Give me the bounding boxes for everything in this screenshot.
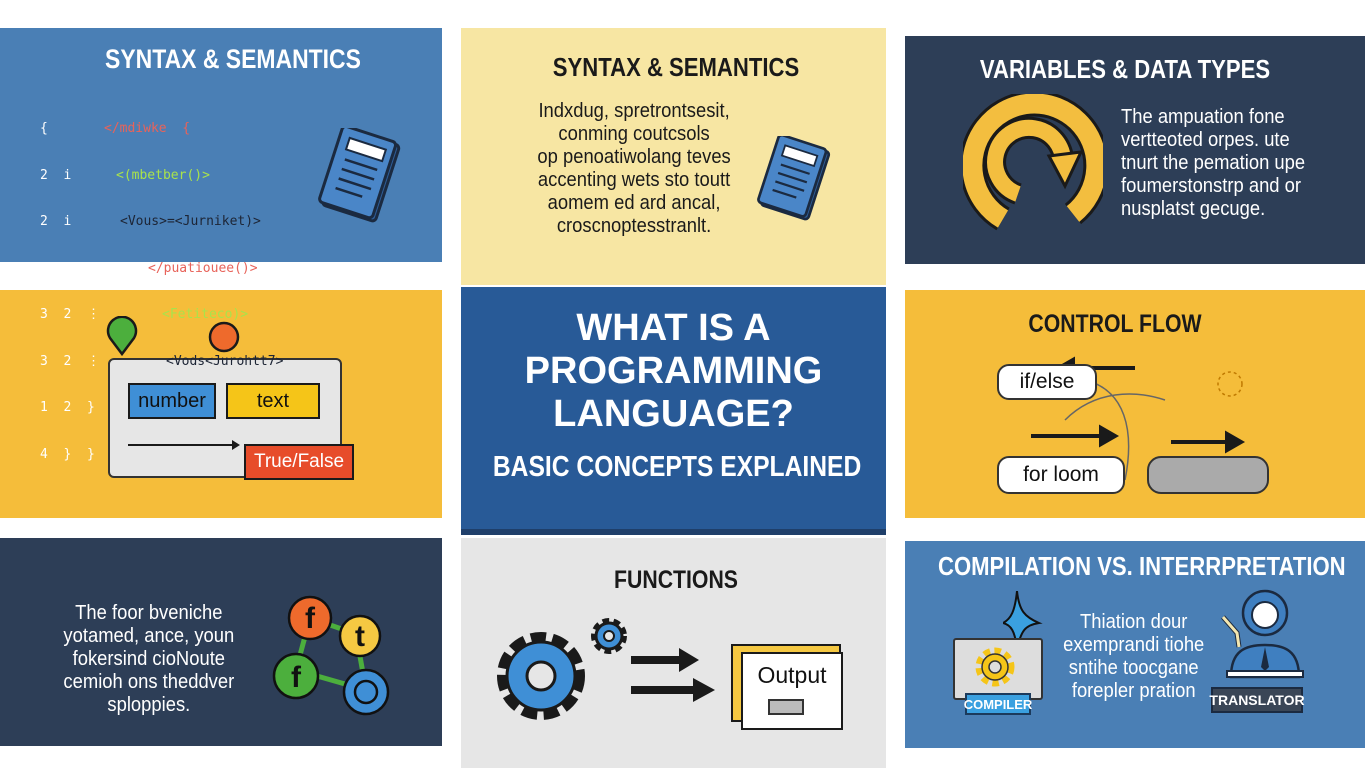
sparkle-icon: [1003, 591, 1043, 649]
pin-icon: [106, 316, 138, 356]
output-field: [768, 699, 804, 715]
body-line: cemioh ons theddver: [63, 671, 235, 693]
gear-icon: [975, 647, 1015, 687]
panel-title: SYNTAX & SEMANTICS: [105, 44, 361, 74]
title-line: WHAT IS A: [576, 307, 771, 349]
panel-title: SYNTAX & SEMANTICS: [552, 52, 800, 82]
tag-number: number: [128, 383, 216, 419]
node-label: t: [355, 620, 365, 653]
empty-block: [1147, 456, 1269, 494]
function-graph-icon: f t f: [272, 595, 390, 716]
translator-label: TRANSLATOR: [1209, 687, 1305, 713]
center-title-panel: WHAT IS A PROGRAMMING LANGUAGE? BASIC CO…: [461, 287, 886, 535]
translator-person-icon: [1221, 589, 1304, 679]
circular-arrow-icon: [963, 94, 1103, 231]
body-line: sploppies.: [107, 694, 191, 716]
body-line: vertteoted orpes. ute: [1121, 129, 1290, 151]
line-numbers: { 2 i 2 i 2 2 { 3 2 ⋮ 3 2 ⋮ 1 2 } 4 } }: [40, 90, 100, 493]
arrow-icon: [631, 648, 715, 702]
output-label: Output: [757, 661, 827, 688]
code-line: 4 } }: [40, 446, 95, 462]
panel-title: VARIABLES & DATA TYPES: [979, 54, 1271, 84]
body-line: The foor bveniche: [75, 602, 223, 624]
code-line: 3 2 ⋮: [40, 307, 100, 322]
panel-title: CONTROL FLOW: [1028, 310, 1202, 338]
body-line: The ampuation fone: [1121, 106, 1285, 128]
arrow-icon: [128, 440, 240, 450]
code-line: 2 2 {: [40, 260, 95, 276]
code-line: 2 i: [40, 167, 72, 183]
body-line: aomem ed ard ancal,: [547, 192, 721, 214]
notebook-icon: [757, 136, 831, 221]
code-line: <(mbetber()>: [116, 167, 210, 183]
body-line: fokersind cioNoute: [72, 648, 226, 670]
control-flow-panel: CONTROL FLOW if/else for loom: [905, 290, 1365, 518]
dot-icon: [208, 321, 240, 353]
body-line: exemprandi tiohe: [1063, 634, 1205, 656]
code-snippet: </mdiwke { <(mbetber()> <Vous>=<Jurniket…: [104, 90, 283, 400]
output-box: [741, 652, 843, 730]
node-label: f: [291, 661, 302, 694]
body-line: foumerstonstrp and or: [1121, 175, 1302, 197]
title-line: PROGRAMMING: [524, 350, 823, 392]
body-line: yotamed, ance, youn: [63, 625, 235, 647]
functions-panel: FUNCTIONS Output: [461, 538, 886, 768]
body-line: accenting wets sto toutt: [537, 169, 731, 191]
code-line: </puatiouee()>: [148, 260, 258, 276]
code-line: 2 i: [40, 214, 72, 229]
tag-if-else: if/else: [997, 364, 1097, 400]
code-line: 3 2 ⋮: [40, 353, 100, 369]
tag-text: text: [226, 383, 320, 419]
body-line: op penoatiwolang teves: [537, 146, 731, 168]
compilation-panel: COMPILATION VS. INTERRPRETATION COMPILER…: [905, 541, 1365, 748]
notebook-icon: [318, 128, 401, 223]
body-line: Thiation dour: [1080, 611, 1188, 633]
node-label: f: [305, 602, 316, 635]
function-nodes-panel: The foor bveniche yotamed, ance, youn fo…: [0, 538, 442, 746]
code-line: {: [40, 121, 48, 136]
compiler-label: COMPILER: [964, 693, 1032, 715]
body-line: tnurt the pemation upe: [1121, 152, 1306, 174]
panel-title: COMPILATION VS. INTERRPRETATION: [938, 551, 1346, 581]
data-types-panel: number text True/False: [0, 290, 442, 518]
body-line: nusplatst gecuge.: [1121, 198, 1266, 220]
subtitle: BASIC CONCEPTS EXPLAINED: [492, 451, 862, 483]
code-line: </mdiwke {: [104, 121, 191, 136]
variables-panel: VARIABLES & DATA TYPES The ampuation fon…: [905, 36, 1365, 264]
code-line: 1 2 }: [40, 400, 95, 415]
syntax-code-panel: SYNTAX & SEMANTICS { 2 i 2 i 2 2 { 3 2 ⋮…: [0, 28, 442, 462]
body-line: conming coutcsols: [558, 123, 710, 145]
gear-icon: [497, 618, 627, 720]
main-title: WHAT IS A PROGRAMMING LANGUAGE?: [461, 307, 886, 436]
tag-for-loop: for loom: [997, 456, 1125, 494]
panel-body: The foor bveniche yotamed, ance, youn fo…: [63, 602, 234, 717]
body-line: Indxdug, spretrontsesit,: [538, 100, 730, 122]
panel-body: The ampuation fone vertteoted orpes. ute…: [1121, 106, 1305, 221]
title-line: LANGUAGE?: [553, 393, 794, 435]
code-line: <Vous>=<Jurniket)>: [120, 214, 261, 229]
code-line: <Fetiteco)>: [162, 307, 249, 322]
panel-body: Thiation dour exemprandi tiohe sntihe to…: [1063, 611, 1204, 703]
body-line: sntihe toocgane: [1068, 657, 1199, 679]
body-line: forepler pration: [1071, 680, 1196, 702]
body-line: croscnoptesstranlt.: [556, 215, 712, 237]
code-line: <Vods<Jurohtt7>: [166, 353, 284, 369]
panel-body: Indxdug, spretrontsesit, conming coutcso…: [537, 100, 730, 238]
tag-boolean: True/False: [244, 444, 354, 480]
panel-title: FUNCTIONS: [614, 566, 738, 594]
syntax-text-panel: SYNTAX & SEMANTICS Indxdug, spretrontses…: [461, 28, 886, 285]
